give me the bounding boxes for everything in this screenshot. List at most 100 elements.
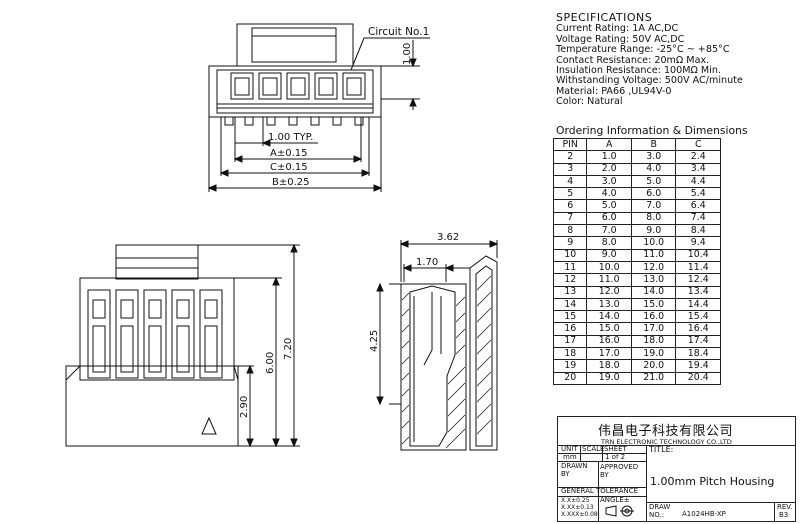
table-cell: 13.0 <box>630 273 677 287</box>
table-cell: 11 <box>552 260 588 275</box>
rev-value: B3 <box>779 511 789 519</box>
company-name-en: TRN ELECTRONIC TECHNOLOGY CO.,LTD <box>601 438 732 446</box>
dim-pitch: 1.00 TYP. <box>268 132 313 143</box>
draw-no-value: A1024HB-XP <box>682 510 726 518</box>
table-cell: 12.4 <box>675 273 721 287</box>
dim-front-290: 2.90 <box>239 396 250 418</box>
section-hatching <box>401 275 492 449</box>
dim-side-width: 3.62 <box>437 232 459 243</box>
dim-side-height: 4.25 <box>369 330 380 352</box>
table-cell: 20 <box>552 371 588 385</box>
table-cell: 8.0 <box>630 211 677 226</box>
draw-no-label: DRAW NO.: <box>649 503 671 519</box>
front-view <box>65 243 300 448</box>
spec-line: Withstanding Voltage: 500V AC/minute <box>556 75 743 87</box>
table-cell: 17.0 <box>586 347 632 361</box>
document-title: 1.00mm Pitch Housing <box>650 475 775 488</box>
top-view <box>207 23 430 192</box>
table-cell: 10 <box>552 248 588 262</box>
table-cell: 10.0 <box>630 236 677 250</box>
table-cell: 11.4 <box>675 260 721 275</box>
table-cell: 19 <box>552 359 588 373</box>
company-name-cn: 伟昌电子科技有限公司 <box>598 424 734 439</box>
dim-front-720: 7.20 <box>283 338 294 360</box>
table-cell: 16.0 <box>630 310 677 324</box>
unit-value: mm <box>563 453 577 461</box>
dim-side-inner: 1.70 <box>416 257 438 268</box>
title-block: 伟昌电子科技有限公司 TRN ELECTRONIC TECHNOLOGY CO.… <box>557 416 796 522</box>
table-cell: 2 <box>552 150 588 164</box>
table-cell: 1.0 <box>586 150 632 164</box>
table-cell: 15.0 <box>586 322 632 336</box>
table-cell: 15 <box>552 310 588 324</box>
table-cell: 5.4 <box>675 187 721 201</box>
table-cell: 9 <box>552 236 588 250</box>
table-cell: 11.0 <box>630 248 677 262</box>
spec-line: Current Rating: 1A AC,DC <box>556 23 679 35</box>
table-cell: 21.0 <box>630 371 677 385</box>
specifications-title: SPECIFICATIONS <box>556 11 653 24</box>
table-cell: 5.0 <box>630 174 677 189</box>
header-a: A <box>586 137 632 152</box>
table-cell: 11.0 <box>586 273 632 287</box>
table-cell: 5 <box>552 187 588 201</box>
table-cell: 3.0 <box>586 174 632 189</box>
table-cell: 7.0 <box>630 199 677 213</box>
table-cell: 7.4 <box>675 211 721 226</box>
table-cell: 3.4 <box>675 162 721 176</box>
header-c: C <box>675 137 721 152</box>
approved-by-label: APPROVED BY <box>600 463 639 479</box>
drawn-by-label: DRAWN BY <box>561 462 588 478</box>
tolerance-1: X.X±0.25 <box>561 497 590 504</box>
table-cell: 13.0 <box>586 297 632 312</box>
table-cell: 3.0 <box>630 150 677 164</box>
table-cell: 2.4 <box>675 150 721 164</box>
sheet-label: SHEET <box>604 445 627 453</box>
table-cell: 16.0 <box>586 334 632 349</box>
unit-label: UNIT <box>561 445 578 453</box>
table-cell: 7 <box>552 211 588 226</box>
dim-b: B±0.25 <box>272 177 310 188</box>
spec-line: Material: PA66 ,UL94V-0 <box>556 85 672 97</box>
dim-front-600: 6.00 <box>265 352 276 374</box>
table-cell: 16.4 <box>675 322 721 336</box>
table-cell: 13 <box>552 285 588 299</box>
table-cell: 17.0 <box>630 322 677 336</box>
table-cell: 19.0 <box>630 347 677 361</box>
table-cell: 17 <box>552 334 588 349</box>
spec-line: Voltage Rating: 50V AC,DC <box>556 33 685 45</box>
table-cell: 9.0 <box>586 248 632 262</box>
table-cell: 12.0 <box>586 285 632 299</box>
table-cell: 4.0 <box>630 162 677 176</box>
table-cell: 6 <box>552 199 588 213</box>
tolerance-2: X.XX±0.13 <box>561 504 594 511</box>
side-view <box>376 240 499 451</box>
spec-line: Temperature Range: -25°C ~ +85°C <box>556 44 730 56</box>
table-cell: 17.4 <box>675 334 721 349</box>
table-cell: 6.4 <box>675 199 721 213</box>
table-cell: 12 <box>552 273 588 287</box>
table-cell: 2.0 <box>586 162 632 176</box>
table-cell: 13.4 <box>675 285 721 299</box>
table-cell: 20.4 <box>675 371 721 385</box>
table-cell: 3 <box>552 162 588 176</box>
table-cell: 6.0 <box>586 211 632 226</box>
